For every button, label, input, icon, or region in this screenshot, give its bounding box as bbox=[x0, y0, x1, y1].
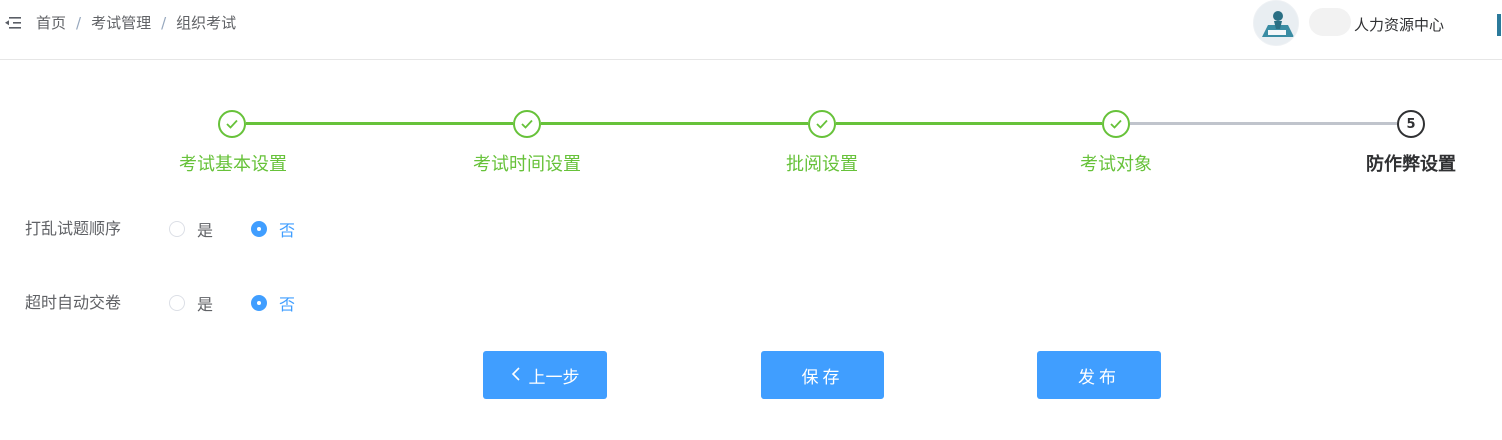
breadcrumb-organize-exam: 组织考试 bbox=[176, 14, 237, 32]
breadcrumb-exam-management[interactable]: 考试管理 bbox=[91, 14, 152, 32]
form-row-shuffle: 打乱试题顺序 是 否 bbox=[0, 211, 700, 241]
radio-circle-checked[interactable] bbox=[251, 295, 267, 311]
prev-step-label: 上一步 bbox=[528, 367, 580, 388]
prev-step-button[interactable]: 上一步 bbox=[483, 351, 607, 399]
auto-submit-label: 超时自动交卷 bbox=[25, 293, 122, 312]
form-row-auto-submit: 超时自动交卷 是 否 bbox=[0, 285, 700, 315]
auto-submit-radio-no[interactable]: 否 bbox=[251, 291, 295, 315]
shuffle-radio-no[interactable]: 否 bbox=[251, 217, 295, 241]
user-name[interactable]: 人力资源中心 bbox=[1354, 16, 1445, 34]
shuffle-label: 打乱试题顺序 bbox=[25, 219, 122, 238]
radio-circle-checked[interactable] bbox=[251, 221, 267, 237]
step-5-number: 5 bbox=[1397, 110, 1425, 138]
auto-submit-radio-yes[interactable]: 是 bbox=[169, 291, 213, 315]
step-connector bbox=[246, 122, 513, 125]
step-title: 考试时间设置 bbox=[473, 154, 581, 175]
radio-circle[interactable] bbox=[169, 295, 185, 311]
breadcrumb-home[interactable]: 首页 bbox=[36, 14, 67, 32]
step-connector bbox=[836, 122, 1102, 125]
avatar[interactable] bbox=[1253, 0, 1299, 46]
radio-label[interactable]: 否 bbox=[279, 295, 296, 314]
user-account-blurred bbox=[1309, 8, 1351, 36]
breadcrumb-separator: / bbox=[76, 13, 82, 32]
step-title: 考试基本设置 bbox=[179, 154, 287, 175]
radio-circle[interactable] bbox=[169, 221, 185, 237]
step-2-check-icon bbox=[513, 110, 541, 138]
step-title: 考试对象 bbox=[1080, 154, 1152, 175]
breadcrumb-separator: / bbox=[161, 13, 167, 32]
publish-button[interactable]: 发布 bbox=[1037, 351, 1161, 399]
step-3-check-icon bbox=[808, 110, 836, 138]
breadcrumb: 首页 / 考试管理 / 组织考试 bbox=[36, 12, 236, 33]
header-edge-marker bbox=[1497, 14, 1501, 36]
step-connector bbox=[1130, 122, 1397, 125]
step-4-check-icon bbox=[1102, 110, 1130, 138]
menu-fold-icon[interactable] bbox=[4, 14, 22, 32]
top-header: 首页 / 考试管理 / 组织考试 人力资源中心 bbox=[0, 0, 1502, 60]
radio-label[interactable]: 是 bbox=[197, 295, 214, 314]
save-button[interactable]: 保存 bbox=[761, 351, 884, 399]
radio-label[interactable]: 是 bbox=[197, 221, 214, 240]
chevron-left-icon bbox=[511, 366, 521, 385]
step-title-current: 防作弊设置 bbox=[1366, 154, 1456, 175]
step-connector bbox=[541, 122, 808, 125]
steps-bar: 5 考试基本设置 考试时间设置 批阅设置 考试对象 防作弊设置 bbox=[0, 60, 1502, 190]
step-1-check-icon bbox=[218, 110, 246, 138]
step-title: 批阅设置 bbox=[786, 154, 858, 175]
shuffle-radio-yes[interactable]: 是 bbox=[169, 217, 213, 241]
radio-label[interactable]: 否 bbox=[279, 221, 296, 240]
